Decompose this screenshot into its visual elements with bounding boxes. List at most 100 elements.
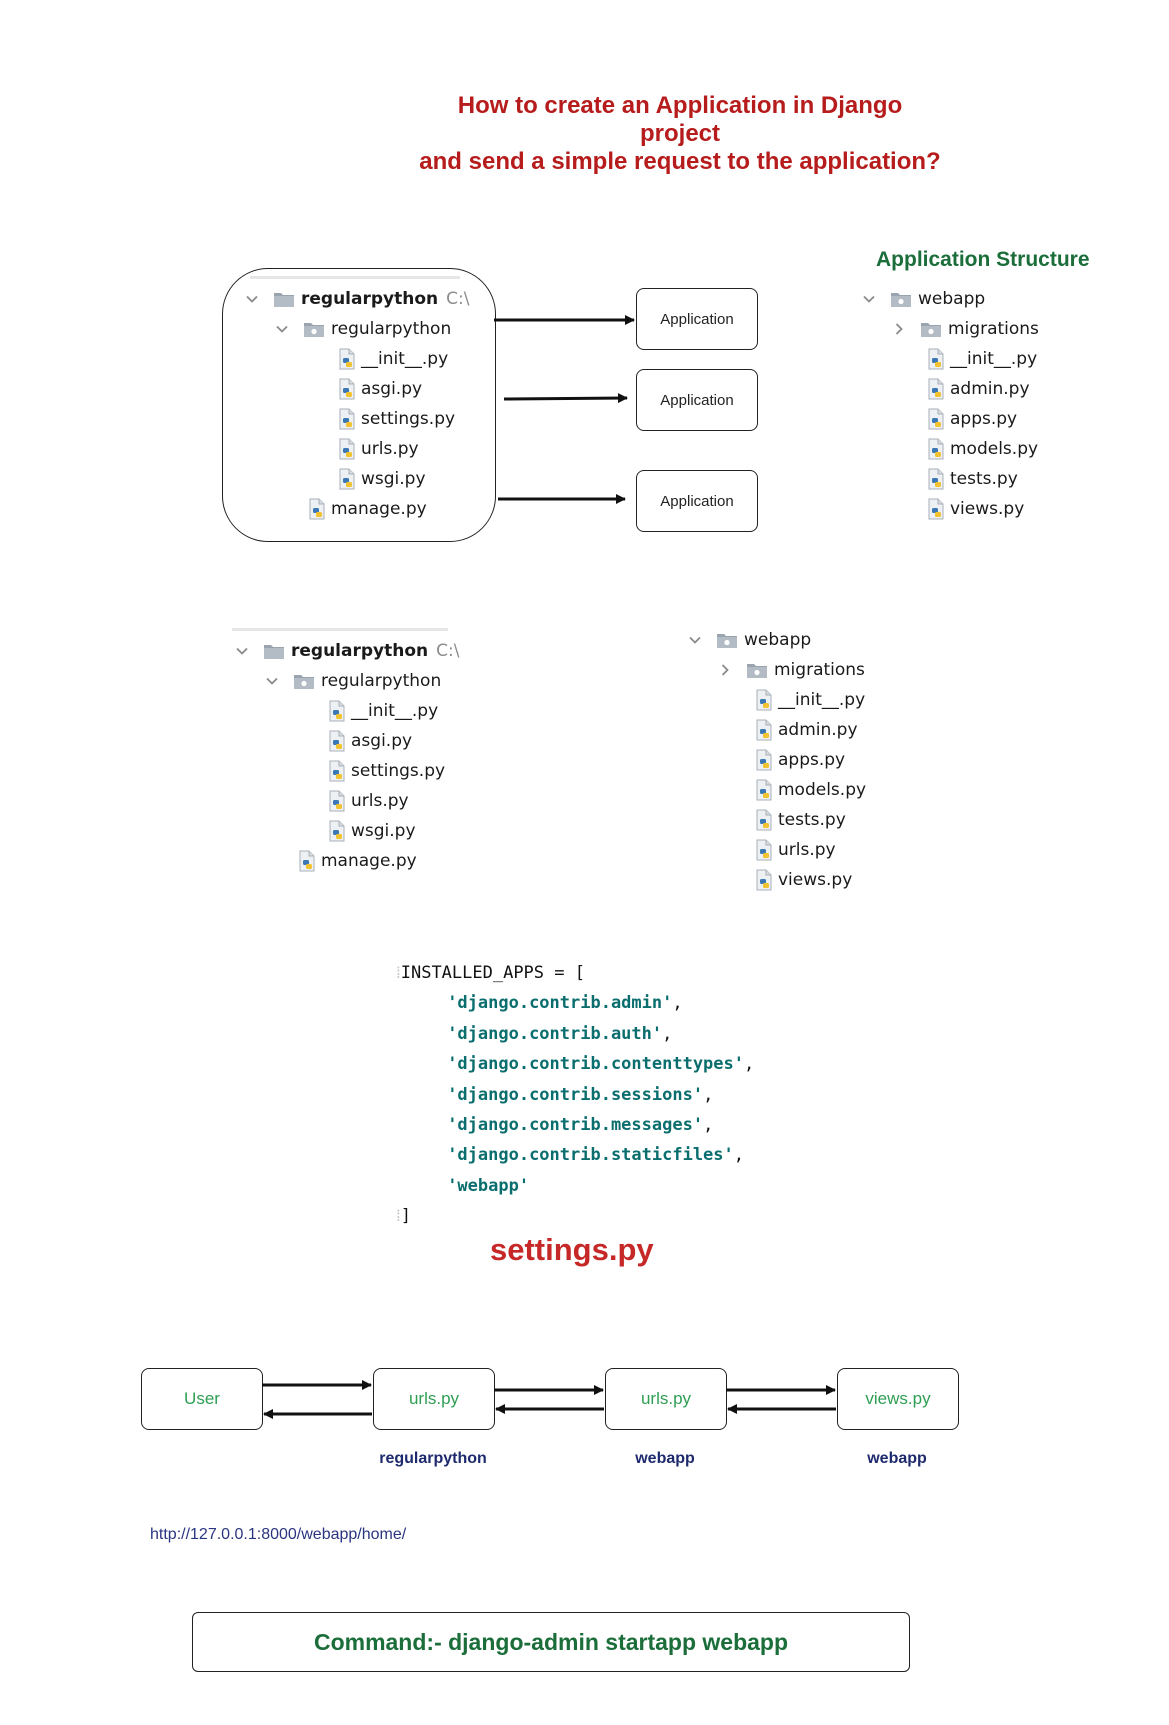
code-app-string: 'django.contrib.sessions' bbox=[447, 1084, 704, 1105]
struct-file-label: models.py bbox=[950, 439, 1039, 459]
tree-file-row[interactable]: wsgi.py bbox=[327, 818, 416, 844]
struct-root-row[interactable]: webapp bbox=[862, 286, 985, 312]
struct-file-label: tests.py bbox=[950, 469, 1018, 489]
application-box: Application bbox=[636, 288, 758, 350]
webapp-file-row[interactable]: urls.py bbox=[754, 837, 836, 863]
tree-file-label: asgi.py bbox=[361, 379, 423, 399]
tree-package-label: regularpython bbox=[331, 319, 452, 339]
struct-file-label: apps.py bbox=[950, 409, 1018, 429]
title-line-3: and send a simple request to the applica… bbox=[419, 148, 941, 175]
struct-root-label: webapp bbox=[918, 289, 986, 309]
application-structure-heading: Application Structure bbox=[876, 248, 1090, 271]
installed-apps-code: ⁞ INSTALLED_APPS = [ 'django.contrib.admi… bbox=[396, 958, 754, 1232]
code-app-string: 'django.contrib.messages' bbox=[447, 1114, 704, 1135]
tree-file-row[interactable]: __init__.py bbox=[337, 346, 448, 372]
page-title: How to create an Application in Django p… bbox=[300, 92, 1060, 176]
code-separator: , bbox=[733, 1145, 745, 1166]
tree-root-row[interactable]: regularpython C:\ bbox=[245, 286, 469, 312]
webapp-file-label: views.py bbox=[778, 870, 853, 890]
webapp-file-row[interactable]: views.py bbox=[754, 867, 852, 893]
struct-file-label: __init__.py bbox=[950, 349, 1038, 369]
flow-caption: webapp bbox=[635, 1450, 695, 1467]
tree-root-path: C:\ bbox=[446, 289, 470, 309]
webapp-file-row[interactable]: __init__.py bbox=[754, 687, 865, 713]
tree-package-row[interactable]: regularpython bbox=[265, 668, 441, 694]
title-line-1: How to create an Application in Django bbox=[457, 92, 903, 119]
webapp-file-row[interactable]: models.py bbox=[754, 777, 866, 803]
code-line: 'django.contrib.admin', bbox=[396, 988, 754, 1018]
struct-subfolder-row[interactable]: migrations bbox=[892, 316, 1039, 342]
tree-root-row[interactable]: regularpython C:\ bbox=[235, 638, 459, 664]
webapp-subfolder-row[interactable]: migrations bbox=[718, 657, 865, 683]
code-line: ⁞] bbox=[396, 1201, 754, 1231]
struct-file-row[interactable]: tests.py bbox=[926, 466, 1018, 492]
code-line: 'django.contrib.messages', bbox=[396, 1110, 754, 1140]
application-box: Application bbox=[636, 369, 758, 431]
code-separator: , bbox=[662, 1023, 673, 1044]
code-separator: , bbox=[703, 1084, 714, 1105]
struct-file-row[interactable]: models.py bbox=[926, 436, 1038, 462]
webapp-file-row[interactable]: admin.py bbox=[754, 717, 858, 743]
webapp-file-label: apps.py bbox=[778, 750, 846, 770]
struct-file-row[interactable]: admin.py bbox=[926, 376, 1030, 402]
code-line: 'django.contrib.auth', bbox=[396, 1019, 754, 1049]
application-box: Application bbox=[636, 470, 758, 532]
settings-file-label: settings.py bbox=[490, 1232, 654, 1267]
webapp-file-row[interactable]: apps.py bbox=[754, 747, 845, 773]
title-line-2: project bbox=[639, 120, 720, 147]
webapp-file-row[interactable]: tests.py bbox=[754, 807, 846, 833]
webapp-file-label: urls.py bbox=[778, 840, 836, 860]
webapp-file-label: __init__.py bbox=[778, 690, 866, 710]
flow-box-app-urls: urls.py bbox=[605, 1368, 727, 1430]
webapp-file-label: tests.py bbox=[778, 810, 846, 830]
tree-file-row[interactable]: manage.py bbox=[307, 496, 427, 522]
struct-file-label: views.py bbox=[950, 499, 1025, 519]
webapp-root-row[interactable]: webapp bbox=[688, 627, 811, 653]
flow-caption: regularpython bbox=[379, 1450, 487, 1467]
tree-file-label: __init__.py bbox=[361, 349, 449, 369]
struct-file-row[interactable]: apps.py bbox=[926, 406, 1017, 432]
flow-box-views: views.py bbox=[837, 1368, 959, 1430]
webapp-file-label: admin.py bbox=[778, 720, 858, 740]
tree-file-row[interactable]: settings.py bbox=[337, 406, 455, 432]
struct-file-row[interactable]: views.py bbox=[926, 496, 1024, 522]
tree-file-row[interactable]: asgi.py bbox=[327, 728, 412, 754]
struct-file-row[interactable]: __init__.py bbox=[926, 346, 1037, 372]
code-line: 'webapp' bbox=[396, 1171, 754, 1201]
tree-file-row[interactable]: settings.py bbox=[327, 758, 445, 784]
tree-manage-label: manage.py bbox=[321, 851, 417, 871]
request-url[interactable]: http://127.0.0.1:8000/webapp/home/ bbox=[150, 1526, 407, 1543]
tree-file-row[interactable]: wsgi.py bbox=[337, 466, 426, 492]
tree-file-label: wsgi.py bbox=[361, 469, 426, 489]
tree-file-label: asgi.py bbox=[351, 731, 413, 751]
tree-file-row[interactable]: __init__.py bbox=[327, 698, 438, 724]
tree-file-label: urls.py bbox=[351, 791, 409, 811]
webapp-root-label: webapp bbox=[744, 630, 812, 650]
tree-file-row[interactable]: asgi.py bbox=[337, 376, 422, 402]
code-separator: , bbox=[703, 1114, 714, 1135]
project-tree-frame bbox=[222, 268, 496, 542]
code-app-string: 'django.contrib.contenttypes' bbox=[447, 1054, 744, 1075]
tree-file-label: settings.py bbox=[351, 761, 446, 781]
tree-package-row[interactable]: regularpython bbox=[275, 316, 451, 342]
tree-file-row[interactable]: urls.py bbox=[327, 788, 409, 814]
code-app-string: 'webapp' bbox=[447, 1175, 530, 1196]
tree-file-row[interactable]: manage.py bbox=[297, 848, 417, 874]
tree-manage-label: manage.py bbox=[331, 499, 427, 519]
code-separator: , bbox=[672, 993, 683, 1014]
tree-file-label: urls.py bbox=[361, 439, 419, 459]
code-close: ] bbox=[400, 1206, 411, 1227]
code-app-string: 'django.contrib.admin' bbox=[447, 993, 673, 1014]
arrow-right-icon bbox=[503, 393, 628, 404]
tree-file-label: __init__.py bbox=[351, 701, 439, 721]
tree-root-label: regularpython bbox=[291, 641, 429, 661]
tree-root-label: regularpython bbox=[301, 289, 439, 309]
command-box: Command:- django-admin startapp webapp bbox=[192, 1612, 910, 1672]
tree-file-row[interactable]: urls.py bbox=[337, 436, 419, 462]
struct-subfolder-label: migrations bbox=[948, 319, 1039, 339]
code-open: INSTALLED_APPS = [ bbox=[400, 963, 585, 983]
tree-file-label: wsgi.py bbox=[351, 821, 416, 841]
code-separator: , bbox=[744, 1054, 755, 1075]
gutter-bar: ⁞ bbox=[396, 1206, 401, 1227]
